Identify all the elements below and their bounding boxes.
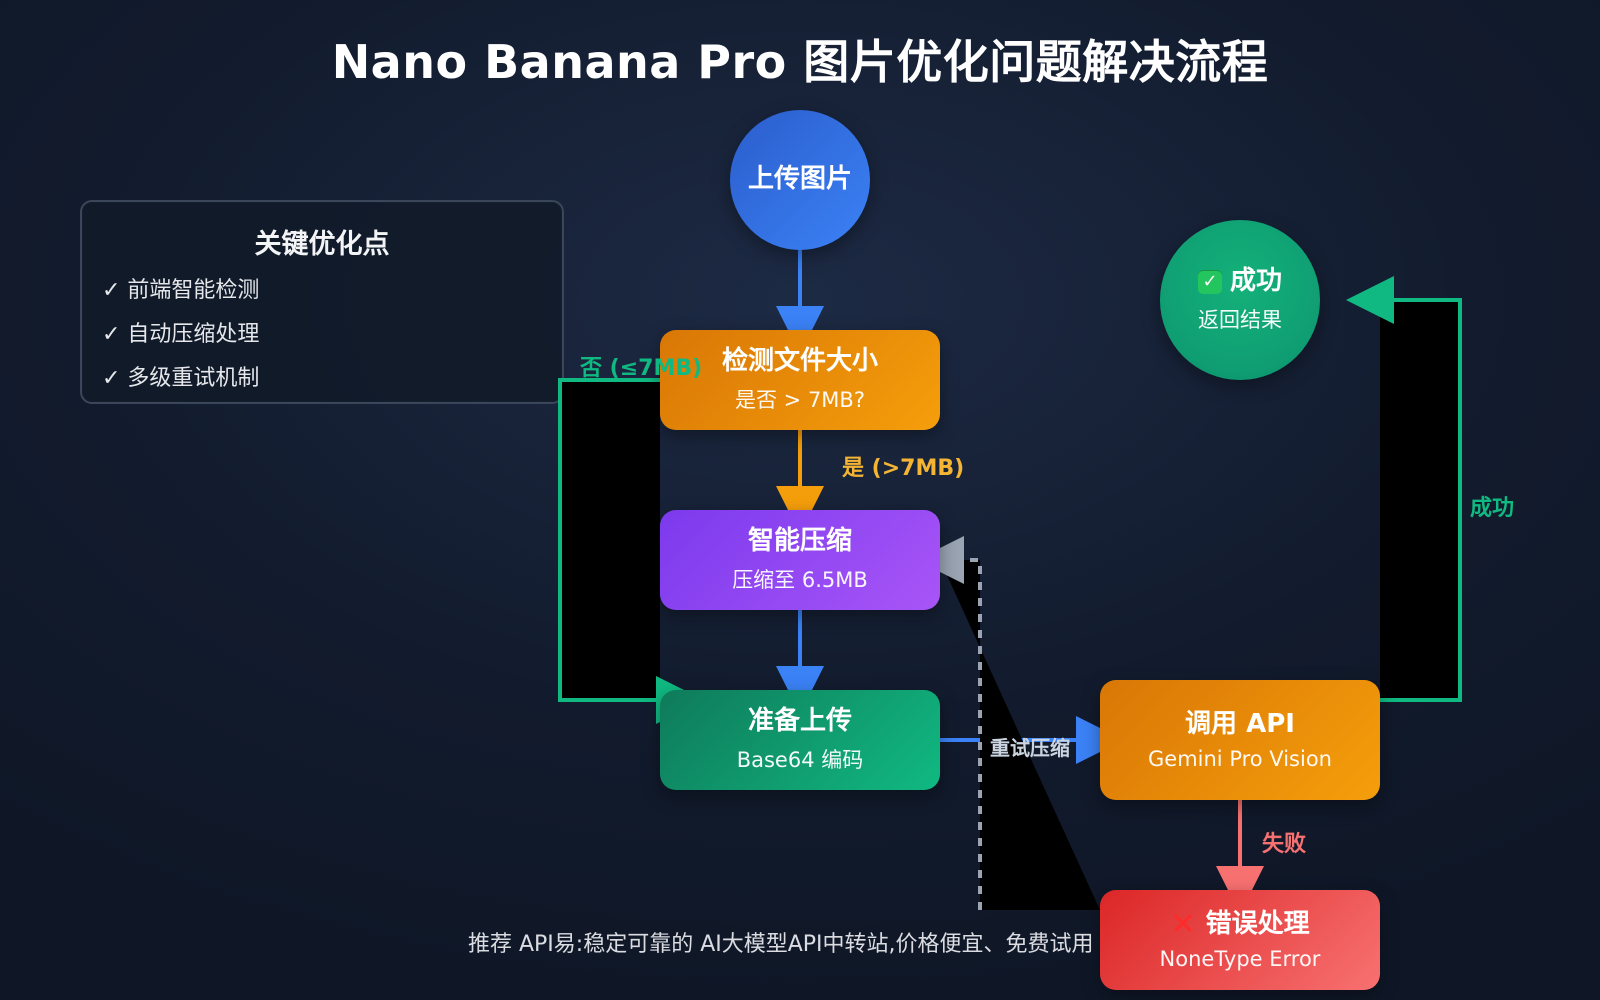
node-error-handling: ✕ 错误处理 NoneType Error [1100, 890, 1380, 990]
node-success: ✓ 成功 返回结果 [1160, 220, 1320, 380]
panel-item-text: ✓ 多级重试机制 [102, 366, 260, 391]
success-title-row: ✓ 成功 [1197, 266, 1282, 297]
success-branch-block [1380, 300, 1460, 700]
node-title: 成功 [1229, 266, 1282, 297]
panel-item-text: ✓ 前端智能检测 [102, 278, 260, 303]
success-branch-path [1346, 276, 1462, 702]
node-title: 检测文件大小 [721, 346, 878, 377]
success-check-icon: ✓ [1197, 270, 1222, 294]
node-title: 准备上传 [747, 706, 852, 737]
no-branch-path [558, 378, 704, 724]
node-subtitle: 压缩至 6.5MB [732, 567, 868, 592]
panel-item: ✓ 自动压缩处理 [102, 316, 542, 348]
page-title: Nano Banana Pro 图片优化问题解决流程 [331, 35, 1269, 89]
node-upload: 上传图片 [730, 110, 870, 250]
node-subtitle: Gemini Pro Vision [1148, 746, 1332, 771]
label-yes: 是 (>7MB) [842, 456, 965, 481]
no-branch-block [560, 380, 660, 700]
label-no: 否 (≤7MB) [580, 356, 703, 381]
retry-dashed-path [916, 536, 982, 910]
node-prepare-upload: 准备上传 Base64 编码 [660, 690, 940, 790]
node-smart-compress: 智能压缩 压缩至 6.5MB [660, 510, 940, 610]
panel-title: 关键优化点 [254, 229, 390, 260]
label-retry: 重试压缩 [990, 736, 1070, 760]
panel-item-text: ✓ 自动压缩处理 [102, 322, 260, 347]
node-call-api: 调用 API Gemini Pro Vision [1100, 680, 1380, 800]
node-subtitle: 返回结果 [1198, 307, 1282, 332]
panel-item: ✓ 多级重试机制 [102, 360, 542, 392]
footer-note: 推荐 API易:稳定可靠的 AI大模型API中转站,价格便宜、免费试用 [468, 932, 1094, 957]
label-fail: 失败 [1262, 832, 1307, 857]
label-success: 成功 [1470, 496, 1515, 521]
optimizations-panel: 关键优化点 ✓ 前端智能检测 ✓ 自动压缩处理 ✓ 多级重试机制 [80, 200, 564, 404]
node-title: 调用 API [1185, 709, 1295, 740]
node-subtitle: Base64 编码 [736, 747, 864, 772]
node-detect-size: 检测文件大小 是否 > 7MB? [660, 330, 940, 430]
node-subtitle: NoneType Error [1159, 946, 1321, 971]
panel-item: ✓ 前端智能检测 [102, 272, 542, 304]
cross-icon: ✕ [1170, 907, 1196, 942]
node-title: 智能压缩 [747, 526, 852, 557]
node-subtitle: 是否 > 7MB? [735, 387, 865, 412]
error-title-row: ✕ 错误处理 [1170, 909, 1309, 940]
panel-items: ✓ 前端智能检测 ✓ 自动压缩处理 ✓ 多级重试机制 [102, 272, 542, 392]
node-title: 上传图片 [747, 164, 852, 195]
node-title: 错误处理 [1205, 909, 1310, 940]
